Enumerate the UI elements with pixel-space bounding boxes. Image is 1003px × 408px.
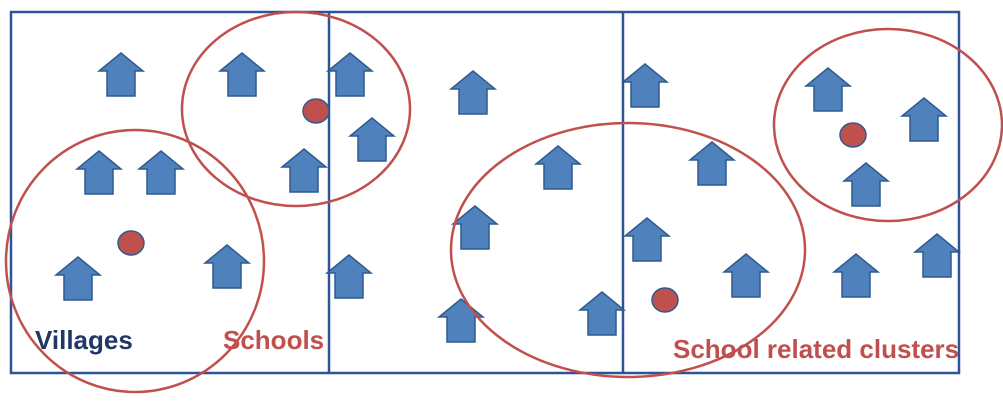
villages-label: Villages (35, 325, 133, 355)
house-icon (721, 253, 771, 298)
house-icon (533, 145, 583, 190)
schools-label: Schools (223, 325, 324, 355)
house-icon (687, 141, 737, 186)
house-icon (53, 256, 103, 301)
house-icon (325, 52, 375, 97)
cluster-ellipse (449, 121, 807, 379)
house-icon (217, 52, 267, 97)
house-icon (577, 291, 627, 336)
house-icon (803, 67, 853, 112)
house-icon (279, 148, 329, 193)
school-dot-icon (302, 98, 330, 124)
house-icon (324, 254, 374, 299)
house-icon (74, 150, 124, 195)
cluster-ellipse (4, 128, 266, 394)
house-icon (448, 70, 498, 115)
house-icon (96, 52, 146, 97)
cluster-ellipse (180, 10, 412, 208)
village-houses (53, 52, 962, 343)
house-icon (841, 162, 891, 207)
house-icon (620, 63, 670, 108)
house-icon (899, 97, 949, 142)
house-icon (622, 217, 672, 262)
school-dot-icon (651, 287, 679, 313)
schools-group (117, 98, 867, 313)
school-clusters (4, 10, 1003, 394)
clusters-label: School related clusters (673, 334, 959, 364)
house-icon (831, 253, 881, 298)
house-icon (347, 117, 397, 162)
house-icon (202, 244, 252, 289)
house-icon (436, 298, 486, 343)
map-frame (9, 10, 961, 375)
cluster-ellipse (772, 27, 1003, 223)
school-dot-icon (839, 122, 867, 148)
house-icon (136, 150, 186, 195)
house-icon (912, 233, 962, 278)
school-dot-icon (117, 230, 145, 256)
